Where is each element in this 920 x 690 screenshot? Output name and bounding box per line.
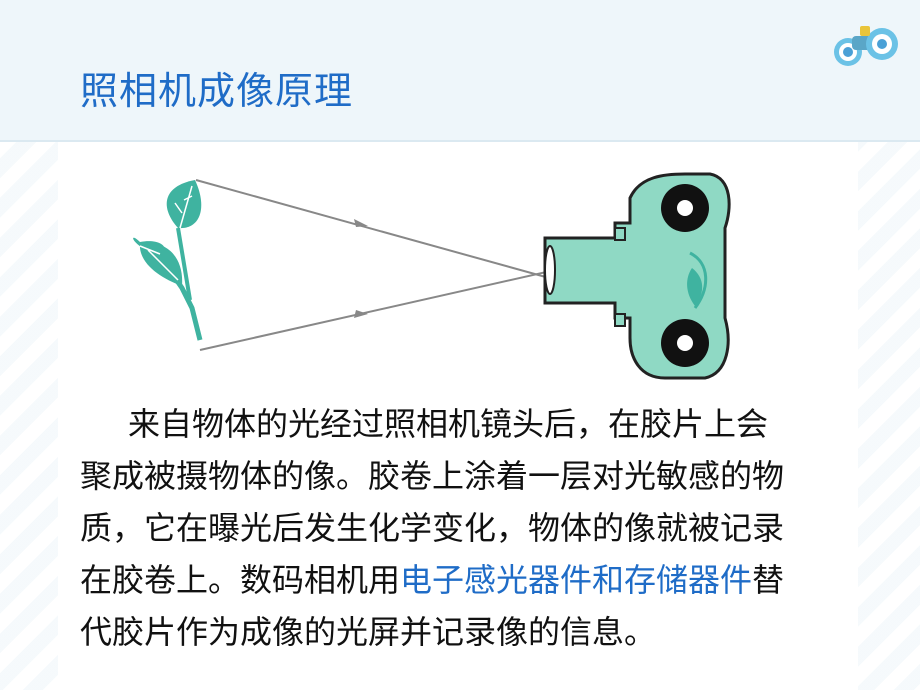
paragraph-line: 质，它在曝光后发生化学变化，物体的像就被记录 — [80, 509, 785, 547]
paragraph-line: 在胶卷上。数码相机用电子感光器件和存储器件替 — [80, 554, 860, 606]
leaf-icon — [133, 180, 203, 341]
paragraph-line: 聚成被摄物体的像。胶卷上涂着一层对光敏感的物 — [80, 457, 785, 495]
title-band — [0, 0, 920, 140]
line-text: 替 — [752, 561, 785, 599]
paragraph-line: 代胶片作为成像的光屏并记录像的信息。 — [80, 613, 657, 651]
binoculars-icon — [834, 26, 898, 66]
page-title: 照相机成像原理 — [80, 69, 354, 113]
camera-body — [543, 172, 731, 380]
camera-diagram — [133, 172, 731, 380]
line-text: 在胶卷上。数码相机用 — [80, 561, 401, 599]
title-divider — [0, 140, 920, 142]
description-paragraph: 来自物体的光经过照相机镜头后，在胶片上会 聚成被摄物体的像。胶卷上涂着一层对光敏… — [80, 398, 860, 658]
paragraph-line: 来自物体的光经过照相机镜头后，在胶片上会 — [128, 405, 769, 443]
highlighted-term: 电子感光器件和存储器件 — [400, 561, 753, 599]
